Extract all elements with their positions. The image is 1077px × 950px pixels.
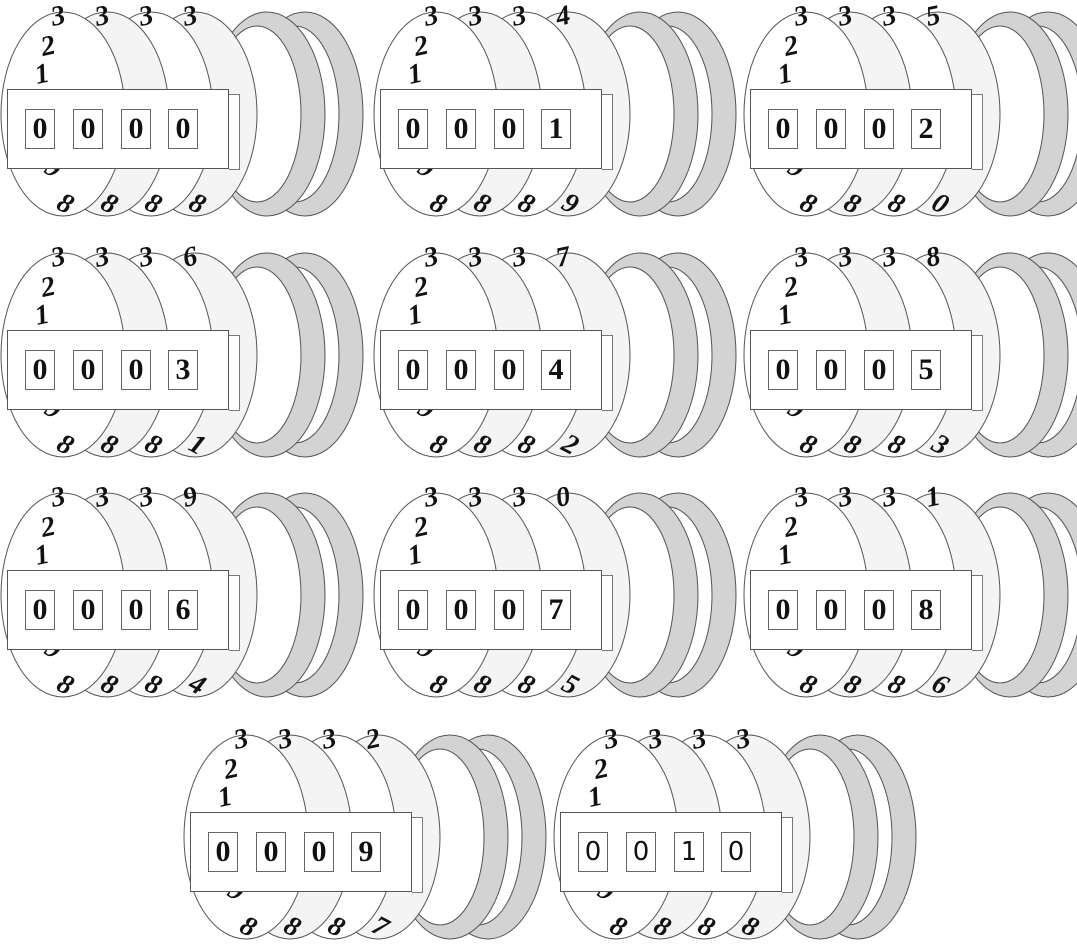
odometer-counter: 210873219832198321980009 xyxy=(188,735,538,950)
odometer-counter: 987543219832198321980006 xyxy=(5,493,355,708)
counter-digit: 0 xyxy=(73,109,103,149)
odometer-counter: 432093219832198321980001 xyxy=(378,12,728,227)
counter-digit: 0 xyxy=(816,109,846,149)
counter-digit: 0 xyxy=(208,832,238,872)
counter-digit: 0 xyxy=(25,590,55,630)
counter-digit: 6 xyxy=(168,590,198,630)
counter-digit: 0 xyxy=(446,590,476,630)
counter-digit: 5 xyxy=(911,350,941,390)
counter-digit: 0 xyxy=(121,590,151,630)
odometer-counter: 321983219832198321980010 xyxy=(558,735,908,950)
odometer-counter: 543103219832198321980002 xyxy=(748,12,1077,227)
counter-digit: 0 xyxy=(578,832,608,872)
counter-digit: 0 xyxy=(768,590,798,630)
counter-digit: 1 xyxy=(541,109,571,149)
counter-digit: 0 xyxy=(494,590,524,630)
counter-digit: 1 xyxy=(674,832,704,872)
counter-digit: 8 xyxy=(911,590,941,630)
counter-digit: 2 xyxy=(911,109,941,149)
counter-digit: 0 xyxy=(121,109,151,149)
counter-digit: 0 xyxy=(168,109,198,149)
counter-digit: 0 xyxy=(494,109,524,149)
counter-digit: 0 xyxy=(25,109,55,149)
counter-digit: 0 xyxy=(121,350,151,390)
counter-digit: 0 xyxy=(73,590,103,630)
counter-digit: 0 xyxy=(73,350,103,390)
odometer-counter: 876433219832198321980005 xyxy=(748,253,1077,468)
odometer-counter: 109763219832198321980008 xyxy=(748,493,1077,708)
counter-digit: 0 xyxy=(446,109,476,149)
counter-digit: 0 xyxy=(398,109,428,149)
counter-digit: 0 xyxy=(494,350,524,390)
counter-digit: 0 xyxy=(721,832,751,872)
counter-digit: 0 xyxy=(304,832,334,872)
counter-digit: 0 xyxy=(864,109,894,149)
counter-digit: 9 xyxy=(351,832,381,872)
counter-digit: 4 xyxy=(541,350,571,390)
counter-digit: 0 xyxy=(864,590,894,630)
odometer-counter: 654213219832198321980003 xyxy=(5,253,355,468)
counter-digit: 0 xyxy=(768,109,798,149)
counter-digit: 0 xyxy=(256,832,286,872)
counter-digit: 0 xyxy=(25,350,55,390)
counter-digit: 0 xyxy=(816,590,846,630)
odometer-counter: 098653219832198321980007 xyxy=(378,493,728,708)
counter-digit: 0 xyxy=(446,350,476,390)
counter-digit: 0 xyxy=(398,350,428,390)
counter-digit: 0 xyxy=(626,832,656,872)
counter-digit: 7 xyxy=(541,590,571,630)
counter-digit: 0 xyxy=(864,350,894,390)
odometer-counter: 321983219832198321980000 xyxy=(5,12,355,227)
counter-digit: 0 xyxy=(768,350,798,390)
counter-readout-window: 0004 xyxy=(380,330,602,410)
counter-digit: 0 xyxy=(816,350,846,390)
odometer-counter: 765323219832198321980004 xyxy=(378,253,728,468)
counter-digit: 0 xyxy=(398,590,428,630)
counter-digit: 3 xyxy=(168,350,198,390)
